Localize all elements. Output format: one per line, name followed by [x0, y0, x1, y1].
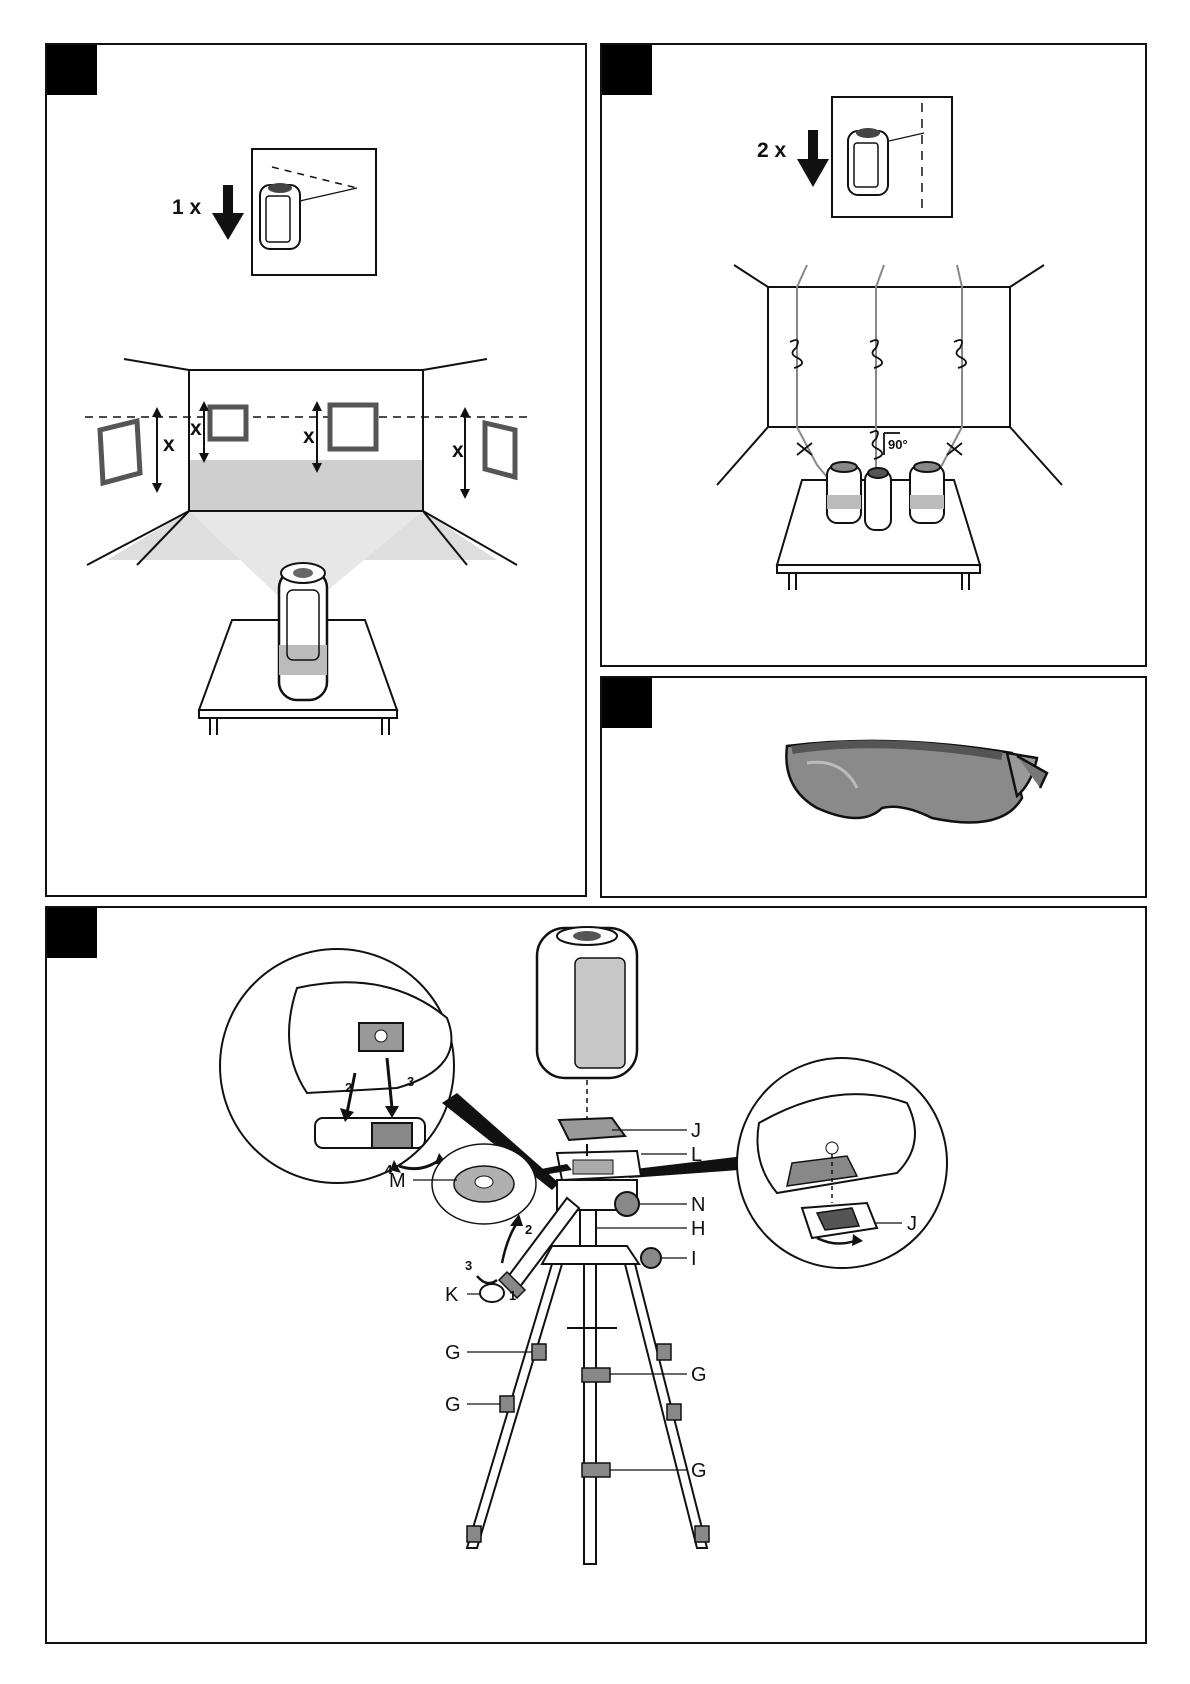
safety-glasses-icon	[786, 741, 1047, 823]
panel-2-illustration: 2 x 90°	[602, 45, 1149, 669]
room-drawing	[717, 265, 1062, 485]
label-G: G	[691, 1364, 707, 1386]
press-count-label: 1 x	[172, 196, 202, 219]
label-G: G	[445, 1342, 461, 1364]
wall-picture	[485, 423, 515, 477]
label-H: H	[691, 1218, 705, 1240]
circular-level-M	[432, 1144, 536, 1224]
label-I: I	[691, 1248, 697, 1270]
laser-device	[537, 927, 637, 1078]
laser-device	[865, 468, 891, 530]
wall-picture	[210, 407, 246, 439]
handle-step-2: 2	[525, 1222, 532, 1237]
press-count-label: 2 x	[757, 139, 787, 162]
down-arrow-icon	[797, 130, 829, 187]
label-G: G	[691, 1460, 707, 1482]
label-G: G	[445, 1394, 461, 1416]
panel-1-illustration: 1 x	[47, 45, 589, 899]
laser-device-icon	[848, 128, 888, 195]
step-2-label: 2	[345, 1080, 352, 1095]
rotate-arrow	[502, 1223, 517, 1263]
down-arrow-icon	[212, 185, 244, 240]
label-L: L	[691, 1144, 702, 1166]
tripod-assembly-illustration: 2 3 4 1	[47, 908, 1149, 1646]
label-M: M	[389, 1170, 406, 1192]
detail-circle-left	[220, 949, 454, 1183]
label-J-tripod: J	[691, 1120, 701, 1142]
angle-label: 90°	[888, 437, 908, 452]
laser-device	[279, 563, 327, 700]
label-N: N	[691, 1194, 705, 1216]
measure-label: x	[163, 433, 175, 456]
room-drawing	[87, 359, 517, 595]
step-3-label: 3	[407, 1074, 414, 1089]
detail-circle-right	[737, 1058, 947, 1268]
laser-device	[910, 462, 944, 523]
laser-device-icon	[260, 183, 300, 249]
wall-picture	[100, 421, 140, 483]
handle-step-1: 1	[509, 1288, 516, 1303]
label-J-detail: J	[907, 1213, 917, 1235]
wall-picture	[330, 405, 376, 449]
figure-panel-4: 2 3 4 1	[45, 906, 1147, 1644]
laser-device	[827, 462, 861, 523]
safety-glasses-illustration	[602, 678, 1149, 900]
measure-label: x	[303, 425, 315, 448]
figure-panel-3	[600, 676, 1147, 898]
figure-panel-1: 1 x	[45, 43, 587, 897]
figure-panel-2: 2 x 90°	[600, 43, 1147, 667]
measure-label: x	[190, 417, 202, 440]
handle-step-3: 3	[465, 1258, 472, 1273]
adapter-plate-J	[559, 1118, 625, 1140]
marks	[790, 340, 966, 459]
measure-label: x	[452, 439, 464, 462]
label-K: K	[445, 1284, 459, 1306]
vertical-laser-lines	[797, 265, 962, 495]
